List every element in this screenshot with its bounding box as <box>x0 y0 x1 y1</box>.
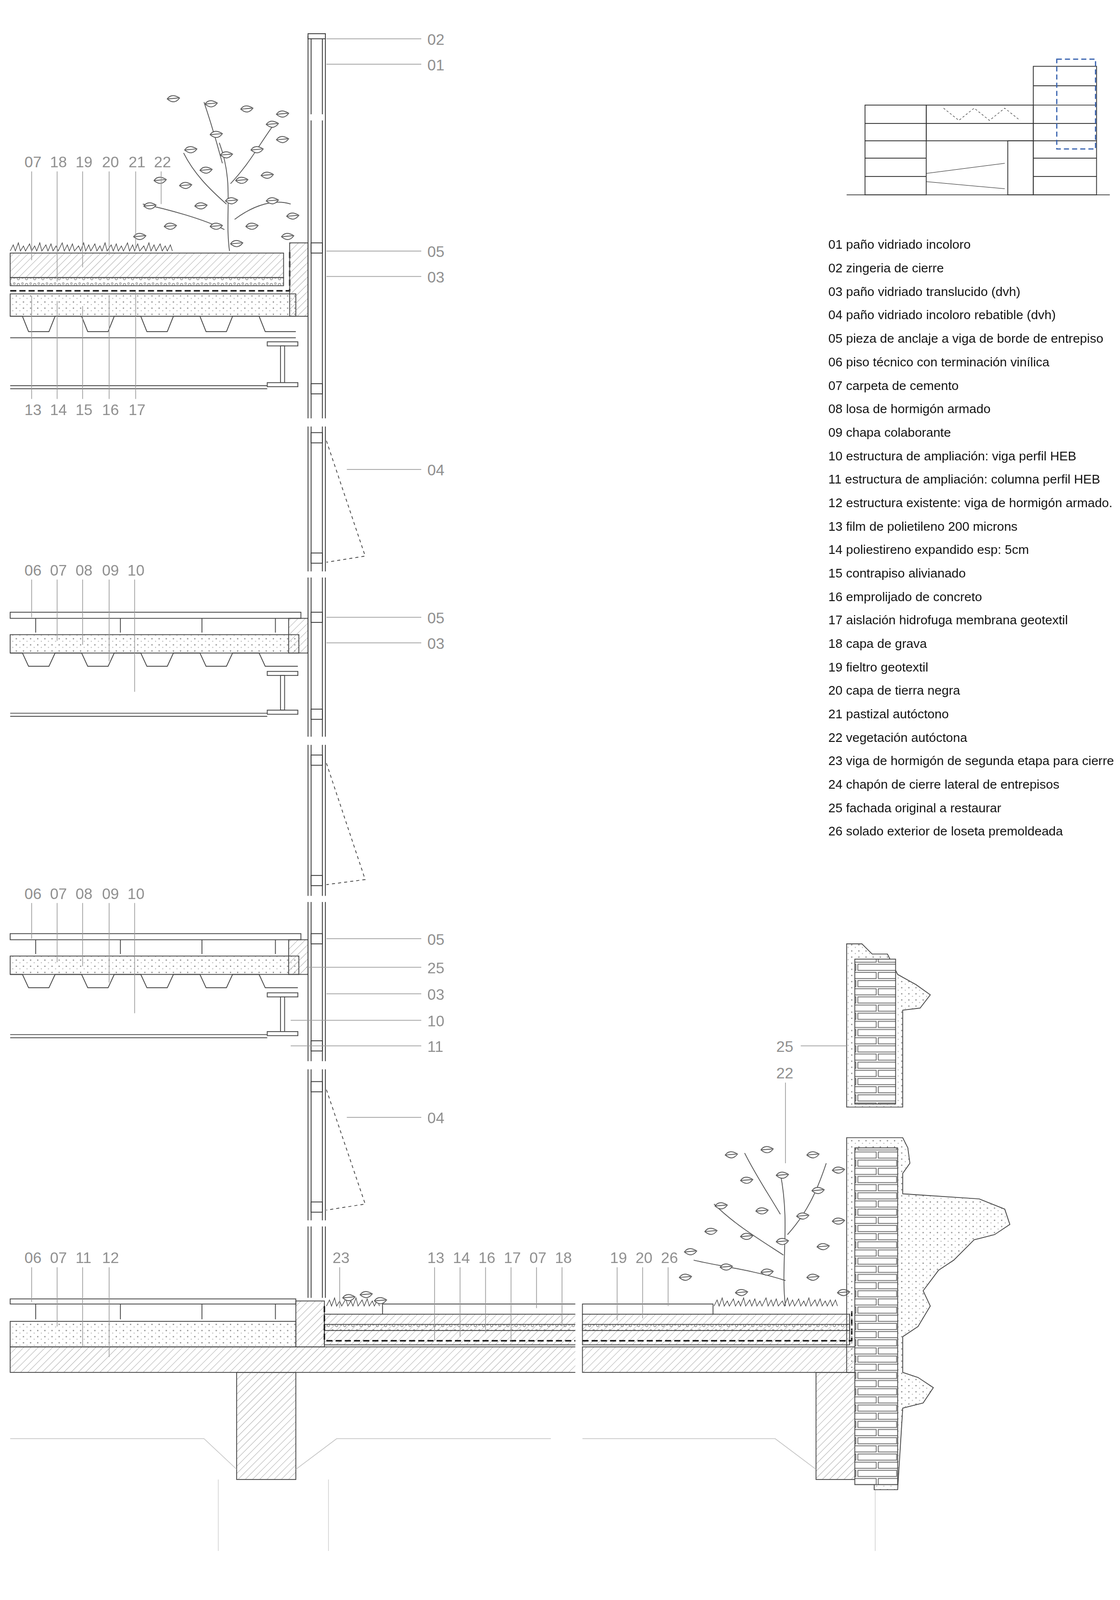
legend-entry: 26 solado exterior de loseta premoldeada <box>828 820 1118 844</box>
legend-entry: 25 fachada original a restaurar <box>828 796 1118 821</box>
callout-number: 10 <box>126 884 146 902</box>
callout-number: 26 <box>659 1248 680 1267</box>
callout-number: 22 <box>775 1064 795 1082</box>
legend-entry: 20 capa de tierra negra <box>828 679 1118 704</box>
callout-number: 07 <box>49 560 69 579</box>
legend-entry: 24 chapón de cierre lateral de entrepiso… <box>828 773 1118 797</box>
legend: 01 paño vidriado incoloro02 zingeria de … <box>828 233 1118 844</box>
callout-number: 14 <box>452 1248 472 1267</box>
callout-number: 09 <box>101 884 121 902</box>
callout-number: 07 <box>49 884 69 902</box>
callout-number: 20 <box>101 152 121 171</box>
legend-entry: 10 estructura de ampliación: viga perfil… <box>828 444 1118 469</box>
callout-number: 05 <box>426 609 446 627</box>
callout-number: 13 <box>426 1248 446 1267</box>
callout-number: 18 <box>553 1248 574 1267</box>
callout-number: 07 <box>23 152 43 171</box>
callout-number: 15 <box>74 400 94 419</box>
callout-number: 25 <box>775 1037 795 1055</box>
legend-entry: 19 fieltro geotextil <box>828 655 1118 680</box>
legend-entry: 07 carpeta de cemento <box>828 374 1118 399</box>
callout-number: 07 <box>49 1248 69 1267</box>
legend-entry: 09 chapa colaborante <box>828 421 1118 445</box>
callout-number: 14 <box>49 400 69 419</box>
legend-entry: 02 zingeria de cierre <box>828 256 1118 281</box>
callout-number: 10 <box>426 1012 446 1030</box>
callout-number: 17 <box>127 400 147 419</box>
legend-entry: 23 viga de hormigón de segunda etapa par… <box>828 749 1118 774</box>
callout-number: 04 <box>426 1108 446 1127</box>
legend-entry: 05 pieza de anclaje a viga de borde de e… <box>828 327 1118 351</box>
legend-entry: 03 paño vidriado translucido (dvh) <box>828 280 1118 305</box>
callout-number: 03 <box>426 268 446 286</box>
legend-entry: 17 aislación hidrofuga membrana geotexti… <box>828 609 1118 633</box>
callout-number: 22 <box>152 152 173 171</box>
legend-entry: 12 estructura existente: viga de hormigó… <box>828 491 1118 516</box>
callout-number: 11 <box>426 1037 445 1055</box>
legend-entry: 01 paño vidriado incoloro <box>828 233 1118 258</box>
callout-number: 03 <box>426 985 446 1003</box>
legend-entry: 14 poliestireno expandido esp: 5cm <box>828 538 1118 563</box>
legend-entry: 13 film de polietileno 200 microns <box>828 515 1118 539</box>
legend-entry: 08 losa de hormigón armado <box>828 397 1118 422</box>
legend-entry: 21 pastizal autóctono <box>828 702 1118 727</box>
callout-number: 07 <box>528 1248 548 1267</box>
callout-number: 19 <box>609 1248 629 1267</box>
legend-entry: 18 capa de grava <box>828 632 1118 656</box>
callout-number: 12 <box>101 1248 121 1267</box>
legend-entry: 16 emprolijado de concreto <box>828 585 1118 610</box>
callout-number: 06 <box>23 884 43 902</box>
callout-number: 01 <box>426 55 446 74</box>
callout-number: 10 <box>126 560 146 579</box>
callout-number: 21 <box>127 152 147 171</box>
callout-number: 20 <box>634 1248 654 1267</box>
callout-number: 09 <box>101 560 121 579</box>
legend-entry: 15 contrapiso alivianado <box>828 561 1118 586</box>
callout-number: 06 <box>23 1248 43 1267</box>
legend-entry: 04 paño vidriado incoloro rebatible (dvh… <box>828 304 1118 328</box>
callout-number: 05 <box>426 242 446 261</box>
callout-number: 08 <box>74 560 94 579</box>
callout-number: 13 <box>23 400 43 419</box>
legend-entry: 11 estructura de ampliación: columna per… <box>828 468 1118 493</box>
callout-number: 19 <box>74 152 94 171</box>
callout-number: 02 <box>426 30 446 48</box>
callout-number: 25 <box>426 959 446 977</box>
callout-number: 03 <box>426 634 446 653</box>
callout-number: 16 <box>477 1248 497 1267</box>
callout-number: 11 <box>74 1248 93 1267</box>
legend-entry: 22 vegetación autóctona <box>828 726 1118 750</box>
legend-entry: 06 piso técnico con terminación vinílica <box>828 350 1118 375</box>
callout-number: 08 <box>74 884 94 902</box>
callout-number: 17 <box>502 1248 522 1267</box>
callout-number: 18 <box>49 152 69 171</box>
callout-number: 04 <box>426 461 446 479</box>
callout-number: 16 <box>101 400 121 419</box>
callout-number: 05 <box>426 930 446 948</box>
callout-number: 06 <box>23 560 43 579</box>
callout-number: 23 <box>331 1248 351 1267</box>
